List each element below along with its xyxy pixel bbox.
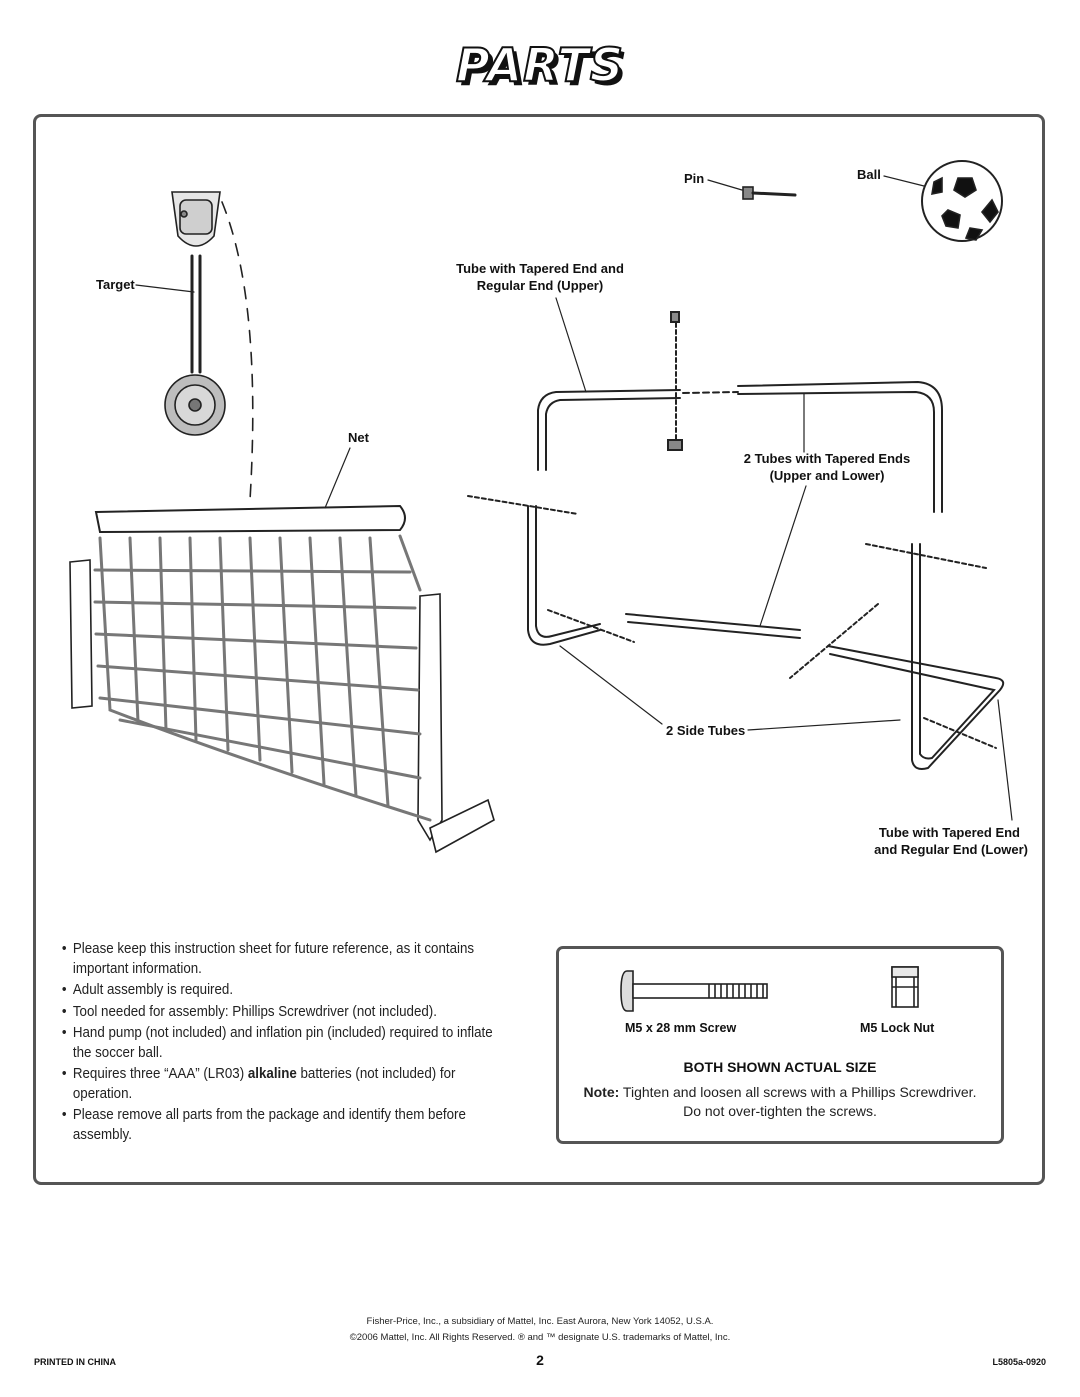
net-label: Net — [348, 430, 369, 445]
tube-upper-label-line2: Regular End (Upper) — [476, 278, 604, 293]
goal-frame-illustration — [467, 311, 1005, 770]
instructions-list: Please keep this instruction sheet for f… — [60, 940, 502, 1147]
ball-label: Ball — [857, 167, 881, 182]
tube-upper-label-line1: Tube with Tapered End and — [456, 261, 624, 276]
tubes-tapered-label-line2: (Upper and Lower) — [769, 468, 885, 483]
instruction-item: Please keep this instruction sheet for f… — [60, 940, 502, 979]
nut-label: M5 Lock Nut — [860, 1021, 935, 1035]
tube-lower-label-line1: Tube with Tapered End — [878, 825, 1020, 840]
instruction-item: Tool needed for assembly: Phillips Screw… — [60, 1003, 502, 1023]
hardware-note: Note: Tighten and loosen all screws with… — [583, 1084, 977, 1119]
target-label: Target — [96, 277, 135, 292]
hardware-illustration — [620, 966, 919, 1012]
instruction-item: Please remove all parts from the package… — [60, 1106, 502, 1145]
leader-lines — [135, 175, 1013, 821]
net-illustration — [69, 504, 495, 854]
screw-label: M5 x 28 mm Screw — [625, 1021, 737, 1035]
tubes-tapered-label-line1: 2 Tubes with Tapered Ends — [743, 451, 911, 466]
footer-copyright: ©2006 Mattel, Inc. All Rights Reserved. … — [349, 1332, 731, 1343]
pin-illustration — [742, 186, 797, 200]
page-title: PARTS — [455, 37, 624, 93]
lock-nut-icon — [891, 966, 919, 1008]
instruction-item: Requires three “AAA” (LR03) alkaline bat… — [60, 1065, 502, 1104]
instruction-item: Adult assembly is required. — [60, 981, 502, 1001]
hardware-box: M5 x 28 mm Screw M5 Lock Nut BOTH SHOWN … — [556, 946, 1004, 1144]
printed-in-label: PRINTED IN CHINA — [34, 1357, 117, 1367]
instruction-item: Hand pump (not included) and inflation p… — [60, 1024, 502, 1063]
screw-icon — [620, 970, 768, 1012]
parts-frame — [33, 114, 1045, 1185]
ball-illustration — [921, 160, 1003, 242]
document-code: L5805a-0920 — [992, 1357, 1046, 1367]
tube-lower-label-line2: and Regular End (Lower) — [874, 842, 1028, 857]
side-tubes-label: 2 Side Tubes — [666, 723, 746, 738]
actual-size-heading: BOTH SHOWN ACTUAL SIZE — [683, 1059, 877, 1075]
target-illustration — [164, 191, 254, 501]
pin-label: Pin — [684, 171, 705, 186]
page-number: 2 — [536, 1352, 544, 1368]
footer-company: Fisher-Price, Inc., a subsidiary of Matt… — [366, 1316, 714, 1327]
